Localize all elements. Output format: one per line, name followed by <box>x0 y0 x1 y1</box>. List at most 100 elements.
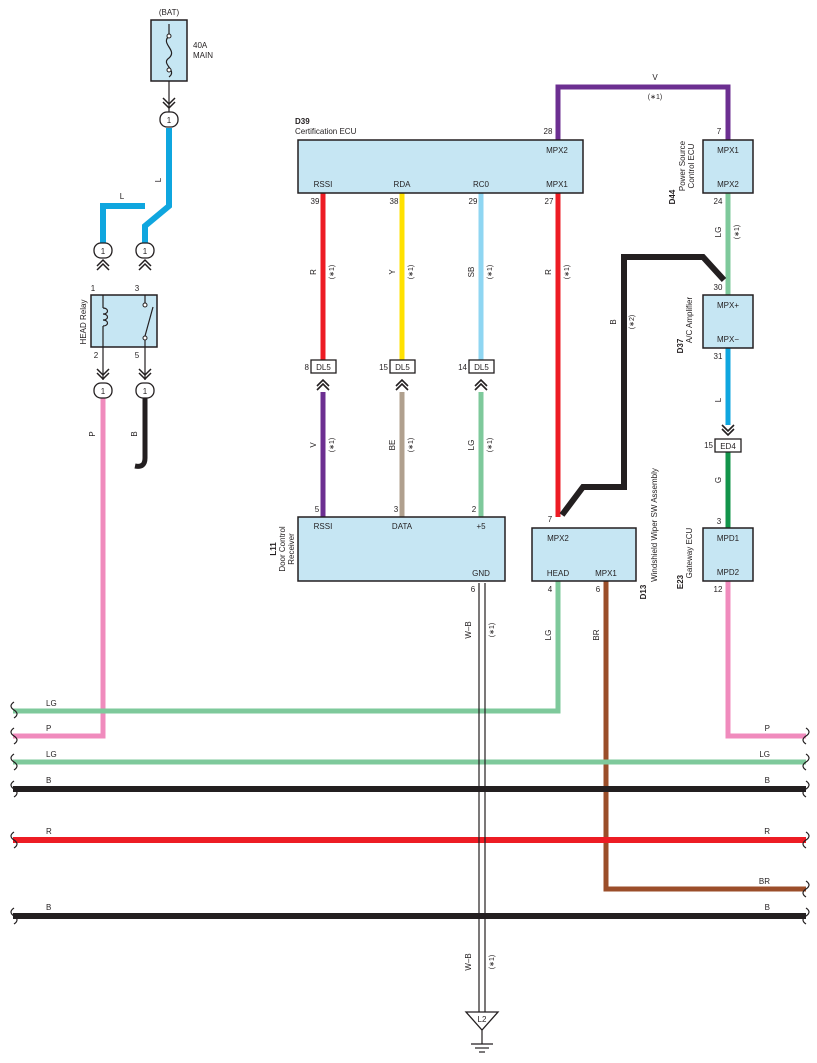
ed4-name: ED4 <box>720 442 736 451</box>
wire-v-mpx-top <box>555 84 731 140</box>
d44-top-pin: 7 <box>717 127 722 136</box>
wire-lg-d13-head <box>13 581 561 714</box>
wire-note-rda: (∗1) <box>408 265 415 279</box>
dl5-pin-15: 15 <box>379 363 388 372</box>
l11-pin-6: 6 <box>471 585 476 594</box>
d37-bottom-pin: 31 <box>714 352 723 361</box>
wire-note-mpx-top: (∗1) <box>648 94 662 101</box>
fuse-amp: 40A <box>193 41 208 50</box>
relay-down-arrow-2-icon <box>96 368 110 381</box>
wire-label-d13-head: LG <box>544 630 553 641</box>
dl5-connector-8: 8 DL5 <box>305 359 337 391</box>
wire-label-rc0: SB <box>467 267 476 278</box>
d37-bottom-terminal: MPX− <box>717 335 739 344</box>
fuse-terminal-top <box>166 33 172 39</box>
e23-top-terminal: MPD1 <box>717 534 740 543</box>
dl5-pin-14: 14 <box>458 363 467 372</box>
relay-up-arrow-1-icon <box>96 258 110 271</box>
e23-box <box>702 527 754 582</box>
bus-label-left-b-1: B <box>46 776 51 785</box>
bus-label-left-p: P <box>46 724 51 733</box>
l11-terminal-data: DATA <box>392 522 413 531</box>
wire-l-relay-bridge <box>100 203 145 252</box>
wire-label-d37-ed4: L <box>714 397 723 402</box>
wire-label-relay-p: P <box>88 431 97 436</box>
l11-terminal-5v: +5 <box>476 522 486 531</box>
l11-name-line2: Receiver <box>287 533 296 565</box>
d37-code: D37 <box>676 338 685 353</box>
ed4-box <box>714 438 742 453</box>
d13-terminal-mpx2: MPX2 <box>547 534 569 543</box>
e23-top-pin: 3 <box>717 517 722 526</box>
bus-label-right-b-1: B <box>765 776 770 785</box>
l11-code: L11 <box>269 542 278 556</box>
wire-b-relay-out <box>134 398 148 469</box>
ground-icon <box>471 1030 493 1053</box>
e23-bottom-terminal: MPD2 <box>717 568 740 577</box>
relay-pin-1: 1 <box>91 284 96 293</box>
dl5-up-arrow-15-icon <box>395 378 409 391</box>
d44-code: D44 <box>668 189 677 204</box>
dl5-up-arrow-8-icon <box>316 378 330 391</box>
wire-note-mpx1: (∗1) <box>564 265 571 279</box>
wire-note-l11-5v: (∗1) <box>487 438 494 452</box>
wire-label-mpx-top: V <box>652 73 658 82</box>
d37-box <box>702 294 754 349</box>
relay-up-arrow-3-icon <box>138 258 152 271</box>
ground-name: L2 <box>478 1015 487 1024</box>
relay-connector-3-top <box>135 242 155 259</box>
d39-pin-38: 38 <box>390 197 399 206</box>
e23-code: E23 <box>676 574 685 589</box>
d44-bottom-pin: 24 <box>714 197 723 206</box>
relay-connector-5-bottom <box>135 382 155 399</box>
wire-note-gnd-upper: (∗1) <box>489 623 496 637</box>
e23-name: Gateway ECU <box>685 527 694 578</box>
d44-name-line2: Control ECU <box>687 143 696 188</box>
l11-box <box>297 516 506 582</box>
relay-pin-5: 5 <box>135 351 140 360</box>
l11-terminal-gnd: GND <box>472 569 490 578</box>
fuse-name: MAIN <box>193 51 213 60</box>
dl5-name-8: DL5 <box>316 363 331 372</box>
head-relay-name: HEAD Relay <box>79 300 88 345</box>
relay-switch-dot-top <box>142 302 148 308</box>
wire-label-l11-rssi: V <box>309 442 318 448</box>
d39-terminal-mpx1: MPX1 <box>546 180 568 189</box>
wire-label-rssi: R <box>309 269 318 275</box>
l11-pin-5: 5 <box>315 505 320 514</box>
l11-terminal-rssi: RSSI <box>314 522 333 531</box>
d37-top-terminal: MPX+ <box>717 301 739 310</box>
relay-connector-1-top-label: 1 <box>101 247 106 256</box>
d39-terminal-rssi: RSSI <box>314 180 333 189</box>
relay-pin-2: 2 <box>94 351 99 360</box>
wire-label-mpx-black: B <box>609 319 618 324</box>
wire-label-rda: Y <box>388 269 397 275</box>
d13-box <box>531 527 637 582</box>
d39-terminal-rda: RDA <box>394 180 412 189</box>
ed4-down-arrow-icon <box>721 424 735 437</box>
bus-label-left-b-2: B <box>46 903 51 912</box>
wire-label-relay-bridge: L <box>120 192 125 201</box>
wire-note-gnd-lower: (∗1) <box>489 955 496 969</box>
fuse-terminal-bottom <box>166 67 172 73</box>
dl5-pin-8: 8 <box>305 363 310 372</box>
bus-label-left-lg-2: LG <box>46 750 57 759</box>
wire-p-relay-out <box>13 398 106 739</box>
relay-connector-2-bottom-label: 1 <box>101 387 106 396</box>
wire-b-mpx <box>559 254 727 517</box>
wire-l-bat-to-relay <box>142 128 172 252</box>
d39-pin-29: 29 <box>469 197 478 206</box>
dl5-connector-15: 15 DL5 <box>379 359 416 391</box>
d13-code: D13 <box>639 584 648 599</box>
bus-label-left-lg-1: LG <box>46 699 57 708</box>
relay-down-arrow-5-icon <box>138 368 152 381</box>
wire-p-e23-mpd2 <box>725 581 806 739</box>
d13-name: Windshield Wiper SW Assembly <box>650 468 659 582</box>
wire-label-d13-mpx1: BR <box>592 629 601 640</box>
relay-switch-dot-bottom <box>142 335 148 341</box>
relay-switch-icon <box>144 306 154 337</box>
l11-pin-3: 3 <box>394 505 399 514</box>
d13-pin-6: 6 <box>596 585 601 594</box>
bus-label-right-br: BR <box>759 877 770 886</box>
relay-pin-3: 3 <box>135 284 140 293</box>
